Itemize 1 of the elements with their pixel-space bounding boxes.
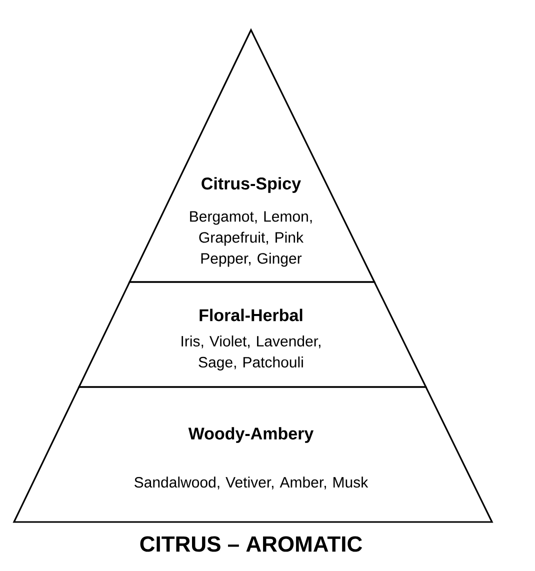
caption: CITRUS – AROMATIC (140, 536, 362, 552)
